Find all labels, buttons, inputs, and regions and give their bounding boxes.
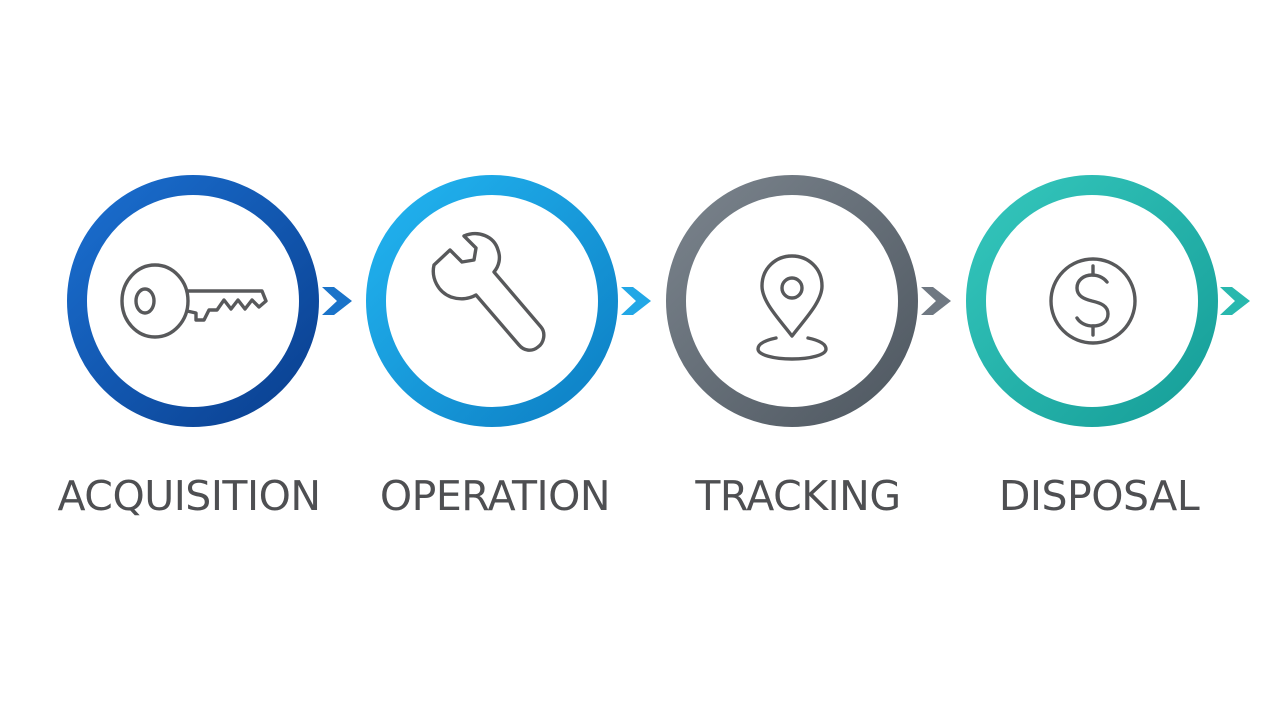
stage-ring xyxy=(666,175,918,427)
stage-ring xyxy=(67,175,319,427)
arrow-right-icon xyxy=(1220,287,1250,315)
key-icon xyxy=(120,263,268,339)
stage-acquisition xyxy=(67,175,352,427)
stage-disposal xyxy=(966,175,1250,427)
stage-ring xyxy=(366,175,618,427)
stage-label-acquisition: ACQUISITION xyxy=(57,472,321,520)
stage-label-operation: OPERATION xyxy=(379,472,611,520)
location-pin-icon xyxy=(756,254,828,361)
arrow-right-icon xyxy=(621,287,651,315)
dollar-coin-icon xyxy=(1049,257,1137,345)
wrench-icon xyxy=(431,231,546,352)
arrow-right-icon xyxy=(921,287,951,315)
arrow-right-icon xyxy=(322,287,352,315)
stage-operation xyxy=(366,175,651,427)
stage-tracking xyxy=(666,175,951,427)
stage-label-disposal: DISPOSAL xyxy=(998,472,1200,520)
stage-label-tracking: TRACKING xyxy=(695,472,901,520)
